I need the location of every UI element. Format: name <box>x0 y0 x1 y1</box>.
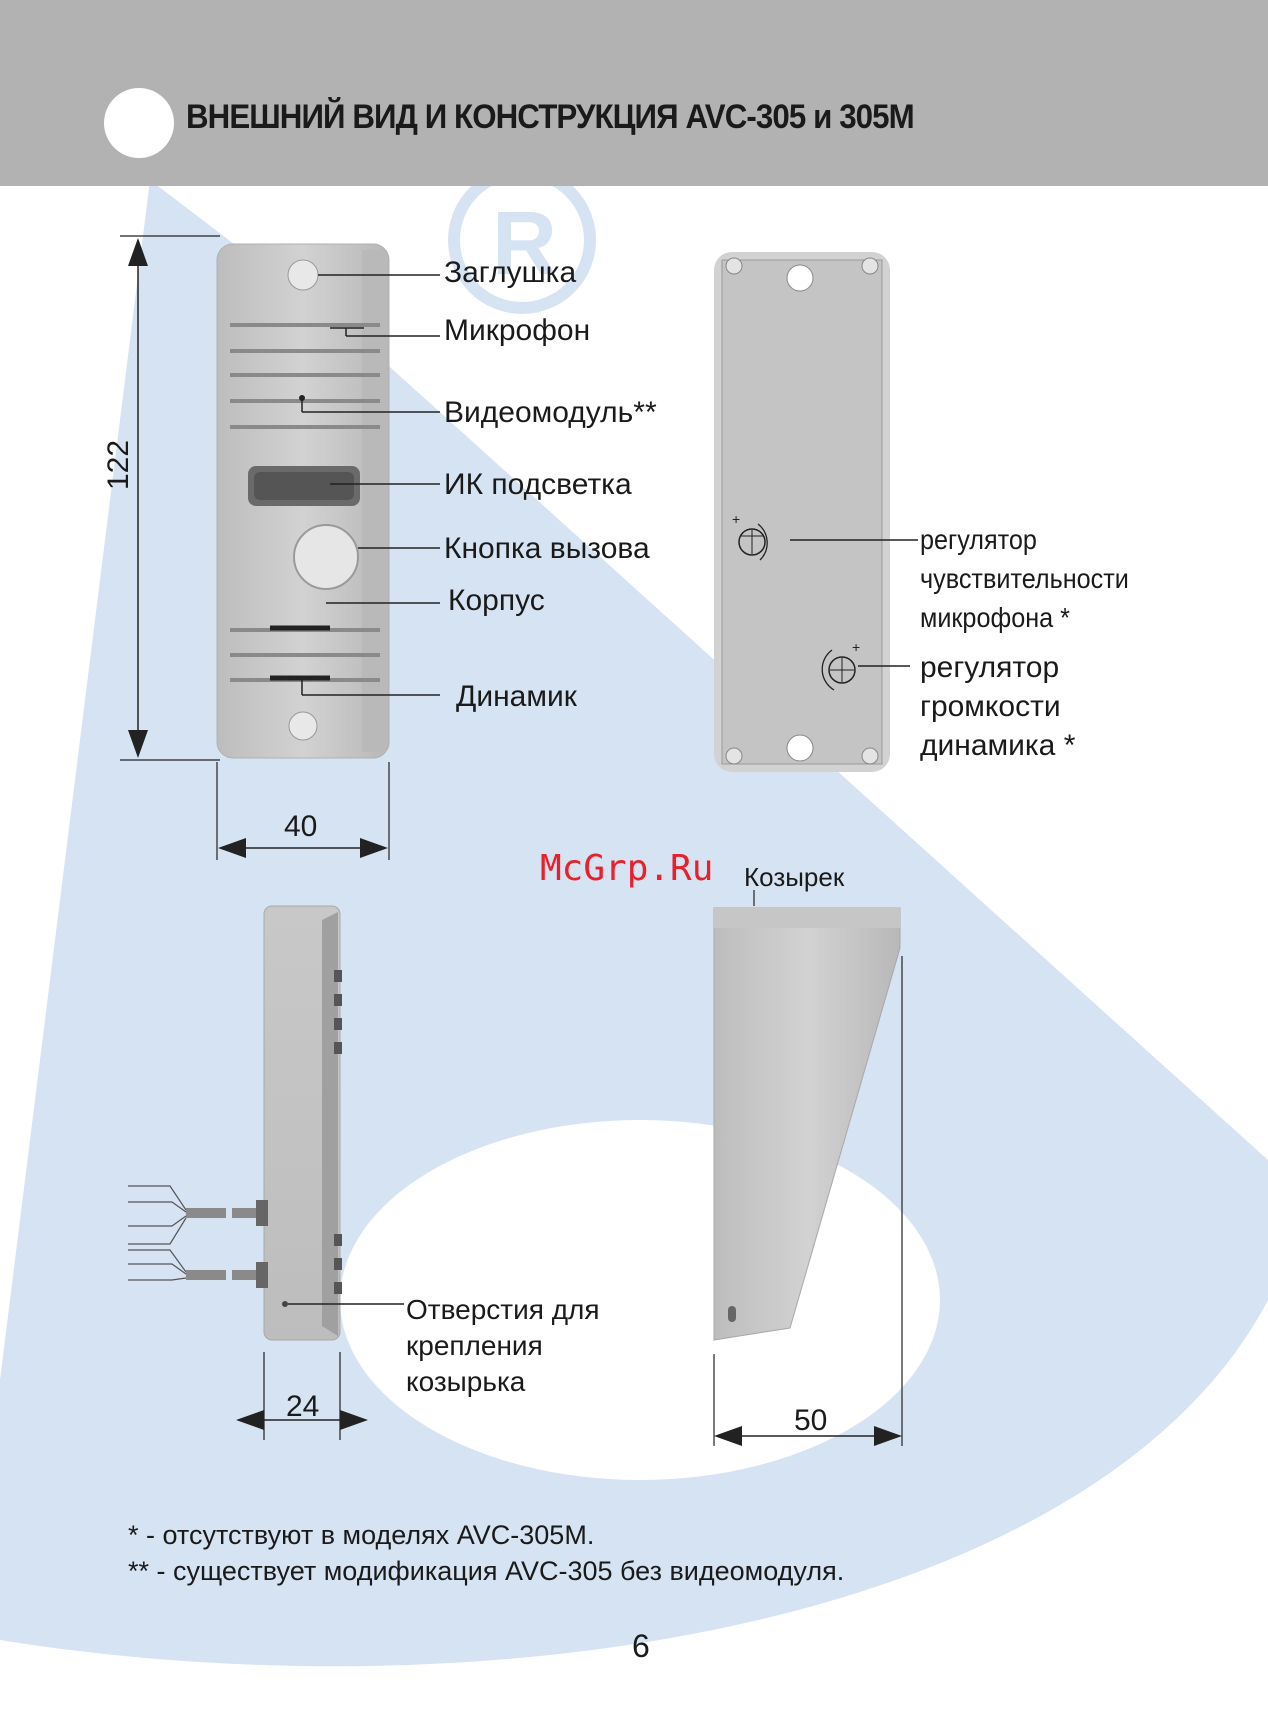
page-number: 6 <box>632 1628 650 1664</box>
svg-text:+: + <box>852 639 860 655</box>
label-microphone: Микрофон <box>444 314 591 347</box>
label-mic-regulator: регулятор чувствительности микрофона * <box>920 524 1129 633</box>
label-housing: Корпус <box>448 584 545 617</box>
label-mount-holes: Отверстия для крепления козырька <box>406 1294 600 1397</box>
header-bullet <box>104 88 174 158</box>
dimension-width: 40 <box>284 810 318 843</box>
header-bar: ВНЕШНИЙ ВИД И КОНСТРУКЦИЯ AVC-305 и 305M <box>0 0 1268 186</box>
back-view: + + <box>714 252 918 772</box>
label-plug: Заглушка <box>444 256 577 289</box>
svg-text:+: + <box>732 511 740 527</box>
label-video-module: Видеомодуль** <box>444 396 657 429</box>
dimension-depth: 24 <box>286 1390 320 1423</box>
label-speaker-regulator: регулятор громкости динамика * <box>920 651 1076 762</box>
front-view <box>120 235 440 860</box>
label-call-button: Кнопка вызова <box>444 532 650 565</box>
side-view <box>128 905 404 1440</box>
label-ir-light: ИК подсветка <box>444 468 632 501</box>
footnote-1: * - отсутствуют в моделях AVC-305M. <box>128 1520 595 1550</box>
label-speaker: Динамик <box>456 680 577 713</box>
svg-text:R: R <box>492 194 557 294</box>
visor-view <box>713 890 903 1446</box>
watermark-text: McGrp.Ru <box>540 848 714 889</box>
dimension-visor-depth: 50 <box>794 1404 828 1437</box>
label-visor: Козырек <box>744 862 845 892</box>
dimension-height: 122 <box>102 439 135 490</box>
footnote-2: ** - существует модификация AVC-305 без … <box>128 1556 845 1586</box>
page-title: ВНЕШНИЙ ВИД И КОНСТРУКЦИЯ AVC-305 и 305M <box>186 98 915 136</box>
